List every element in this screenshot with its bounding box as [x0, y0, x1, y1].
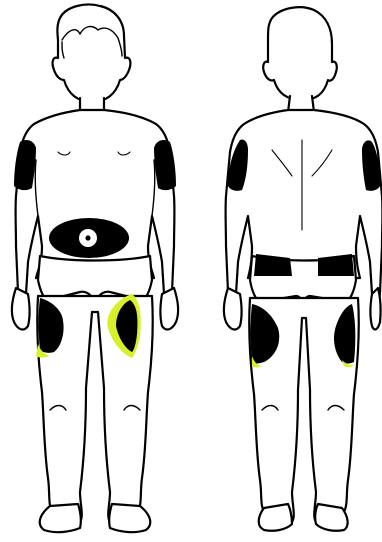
back-left-foot: [259, 504, 292, 531]
front-head: [53, 5, 131, 103]
front-left-foot: [40, 504, 81, 532]
navel-dot: [85, 235, 90, 240]
back-right-foot: [315, 504, 347, 531]
front-underwear: [38, 256, 152, 300]
front-right-foot: [109, 504, 150, 532]
front-left-upper-arm-zone: [14, 140, 36, 190]
back-right-hand: [371, 288, 381, 329]
back-figure: [224, 7, 382, 531]
back-head: [263, 7, 337, 100]
back-left-hand: [224, 288, 242, 329]
front-figure: [12, 5, 178, 533]
front-right-hand: [161, 288, 179, 329]
front-right-upper-arm-zone: [154, 140, 176, 190]
front-left-hand: [12, 288, 30, 329]
